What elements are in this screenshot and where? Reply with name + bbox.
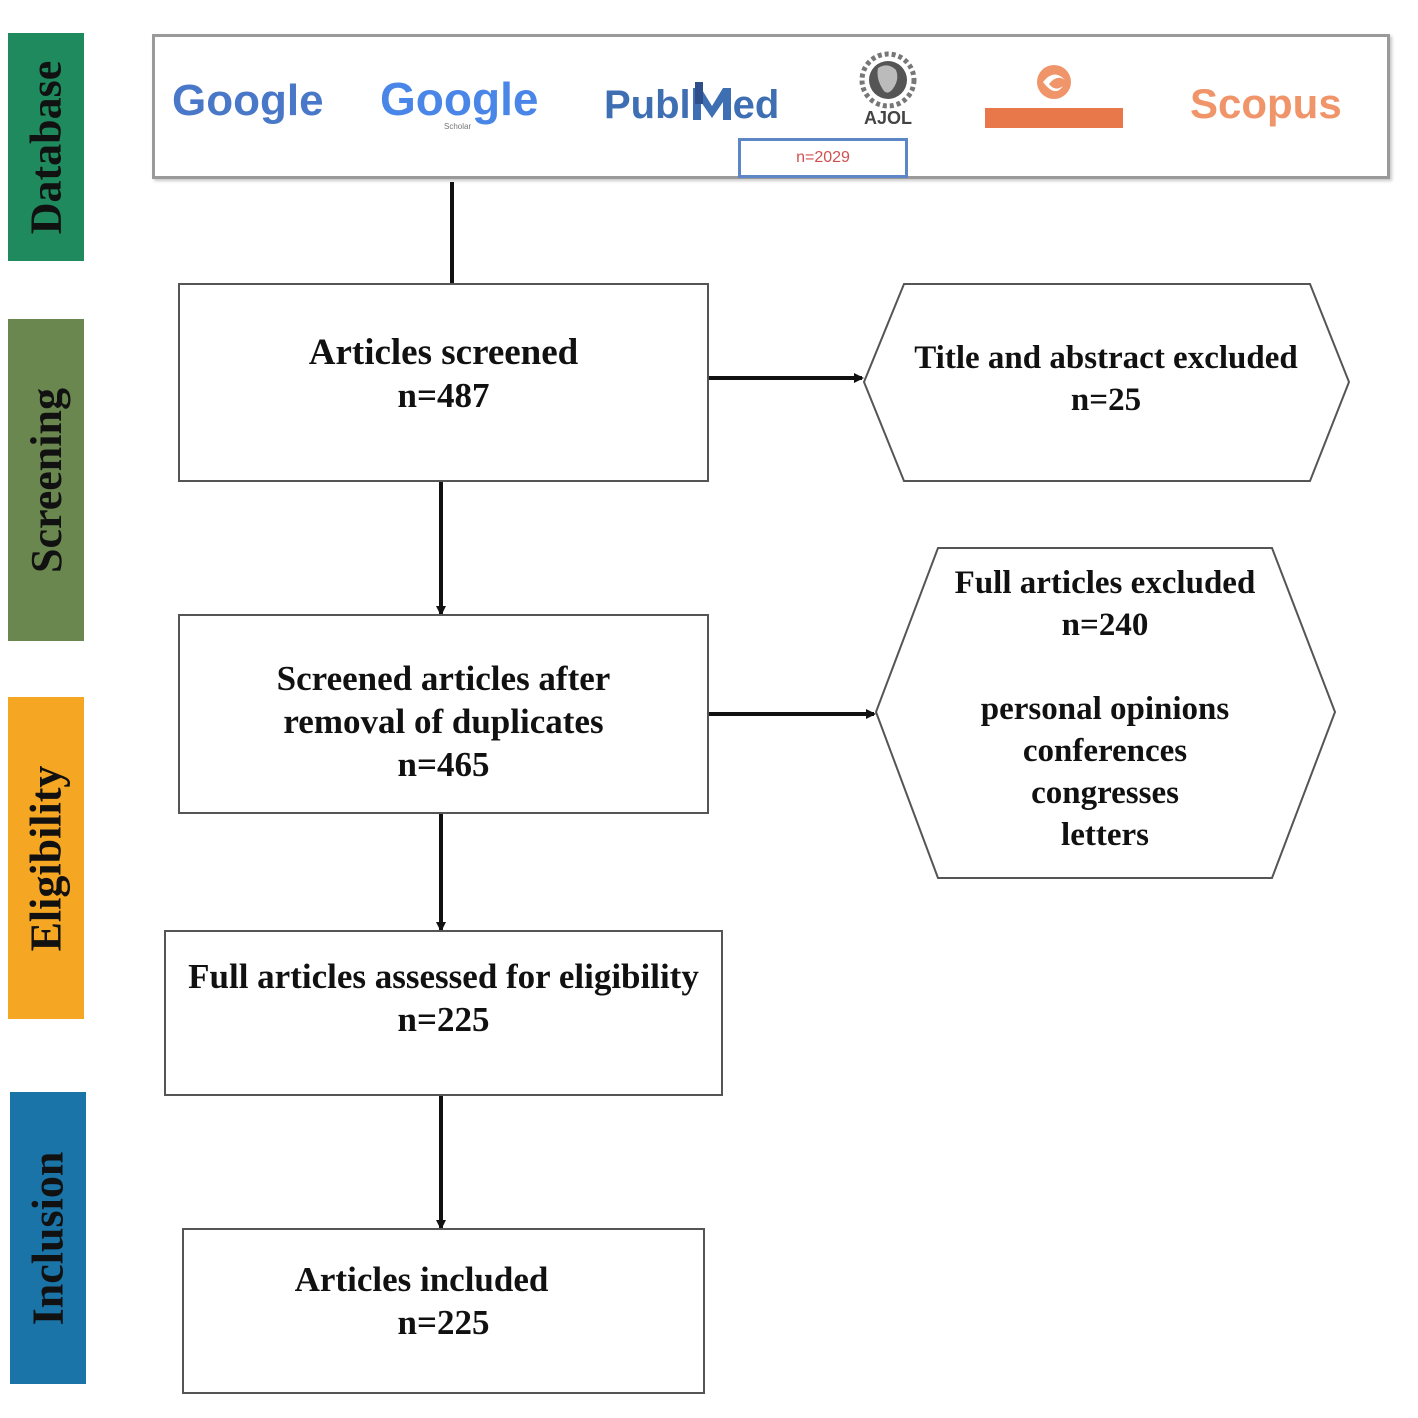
database-count-text: n=2029 (796, 149, 850, 166)
scopus-logo-text: Scopus (1190, 80, 1342, 127)
google-logo: Google (172, 76, 324, 126)
stage-bar-inclusion: Inclusion (10, 1092, 86, 1384)
pubmed-logo-right: ed (732, 83, 780, 127)
full-excluded-reason: letters (1061, 817, 1149, 853)
database-count-box: n=2029 (738, 138, 908, 178)
google-scholar-subtext: Scholar (444, 122, 472, 131)
box-after-duplicates-line2: removal of duplicates (283, 701, 604, 741)
stage-bar-eligibility: Eligibility (8, 697, 84, 1019)
ajol-logo: AJOL (842, 50, 934, 130)
full-excluded-count: n=240 (1061, 607, 1149, 643)
box-articles-screened-count: n=487 (397, 375, 490, 415)
title-abstract-excluded-title: Title and abstract excluded (914, 339, 1298, 376)
hexagon-full-excluded (874, 547, 1337, 879)
box-articles-included: Articles included n=225 (182, 1228, 705, 1394)
pubmed-m-icon (692, 82, 731, 120)
box-assessed-eligibility: Full articles assessed for eligibility n… (164, 930, 723, 1096)
box-assessed-eligibility-title: Full articles assessed for eligibility (188, 957, 699, 996)
box-assessed-eligibility-count: n=225 (397, 1000, 490, 1039)
box-articles-screened: Articles screened n=487 (178, 283, 709, 482)
box-articles-screened-title: Articles screened (308, 331, 579, 373)
scopus-logo: Scopus (1190, 80, 1342, 128)
box-after-duplicates: Screened articles after removal of dupli… (178, 614, 709, 814)
ajol-globe-icon (859, 51, 917, 109)
title-abstract-excluded-count: n=25 (1070, 381, 1142, 418)
google-scholar-logo: Google Scholar (380, 72, 539, 131)
stage-bar-database: Database (8, 33, 84, 261)
repository-logo (985, 62, 1123, 130)
box-articles-included-title: Articles included (294, 1260, 549, 1299)
full-excluded-reason: conferences (1022, 733, 1188, 769)
box-articles-included-count: n=225 (397, 1303, 490, 1342)
full-excluded-reason: congresses (1031, 775, 1179, 811)
swirl-icon (1037, 65, 1071, 99)
stage-bar-screening: Screening (8, 319, 84, 641)
pubmed-logo-left: Publ (604, 83, 691, 127)
ajol-logo-text: AJOL (863, 108, 912, 128)
google-scholar-logo-text: Google (380, 73, 539, 125)
box-after-duplicates-count: n=465 (397, 744, 490, 784)
full-excluded-text: Full articles excluded n=240 personal op… (878, 562, 1332, 856)
repository-banner (985, 108, 1123, 128)
title-abstract-excluded-text: Title and abstract excluded n=25 (866, 284, 1346, 481)
hexagon-title-abstract-excluded (862, 283, 1351, 482)
full-excluded-reason: personal opinions (980, 691, 1230, 727)
box-after-duplicates-line1: Screened articles after (276, 658, 611, 698)
full-excluded-title: Full articles excluded (954, 565, 1256, 601)
google-logo-text: Google (172, 76, 324, 125)
